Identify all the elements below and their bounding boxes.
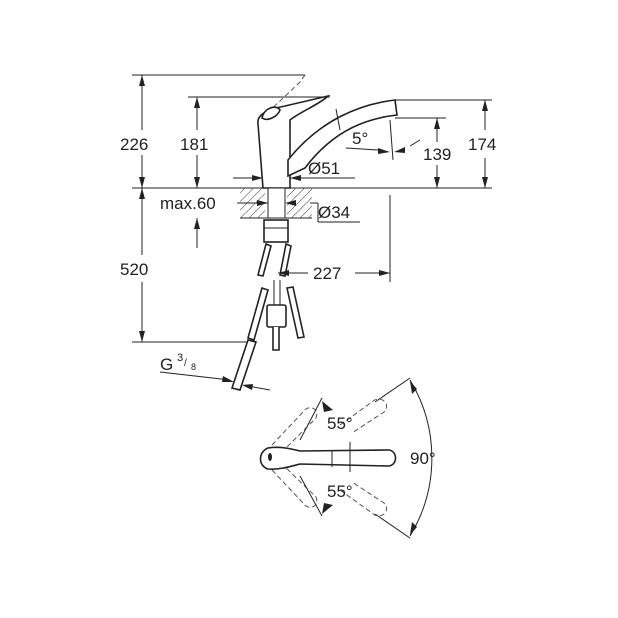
dimension-520: 520 <box>120 188 148 342</box>
dim-174-label: 174 <box>468 135 496 154</box>
angle-55-up-label: 55° <box>327 414 353 433</box>
angle-90-label: 90° <box>410 449 436 468</box>
dimension-181: 181 <box>180 97 208 188</box>
thread-num-label: 3 <box>177 352 183 364</box>
dimension-139: 139 <box>423 118 451 188</box>
dim-226-label: 226 <box>120 135 148 154</box>
dimension-o51: Ø51 <box>233 159 355 181</box>
dim-520-label: 520 <box>120 260 148 279</box>
dimension-max60: max.60 Ø34 <box>160 194 350 248</box>
dim-5deg-label: 5° <box>352 129 368 148</box>
thread-g-label: G <box>160 355 173 374</box>
dim-o51-label: Ø51 <box>308 159 340 178</box>
dim-max60-label: max.60 <box>160 194 216 213</box>
dimension-thread: G 3 / 8 <box>159 352 271 391</box>
dim-139-label: 139 <box>423 145 451 164</box>
dimension-226: 226 <box>120 75 148 188</box>
dimension-227: 227 <box>278 264 390 283</box>
dim-227-label: 227 <box>313 264 341 283</box>
angle-55-down-label: 55° <box>327 482 353 501</box>
dim-o34-label: Ø34 <box>318 203 350 222</box>
thread-den-label: 8 <box>191 362 196 372</box>
dim-181-label: 181 <box>180 135 208 154</box>
fraction-slash: / <box>184 358 187 369</box>
dimension-5-degrees: 5° <box>345 129 421 154</box>
top-view: 55° 55° 90° <box>259 377 436 539</box>
faucet-body <box>257 74 398 189</box>
dimension-174: 174 <box>468 100 496 188</box>
supply-hoses <box>230 219 305 391</box>
